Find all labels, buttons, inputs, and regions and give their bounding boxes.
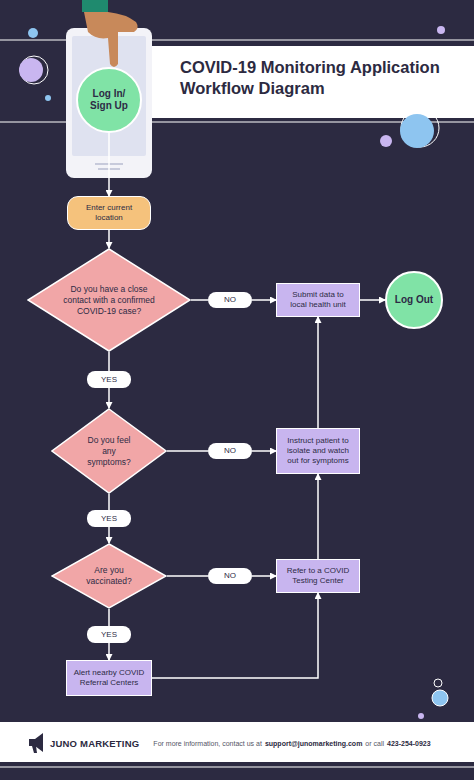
flow-arrow (252, 299, 276, 301)
process-box: Submit data to local health unit (276, 283, 360, 317)
decor-ring (434, 679, 442, 687)
decor-dot (418, 713, 424, 719)
flow-arrow (108, 609, 110, 626)
process-box: Instruct patient to isolate and watch ou… (276, 428, 360, 474)
process-box: Refer to a COVID Testing Center (276, 559, 360, 593)
flow-arrow (108, 494, 110, 510)
title-text: COVID-19 Monitoring Application Workflow… (180, 58, 440, 97)
end-circle: Log Out (385, 271, 443, 329)
flow-arrow (360, 299, 385, 301)
flow-arrow (108, 230, 110, 248)
node-text: YES (101, 375, 117, 385)
footer-text: or call (365, 740, 384, 747)
answer-pill: NO (208, 292, 252, 308)
pointing-hand (84, 12, 138, 67)
decision-diamond: Do you have a close contact with a confi… (27, 248, 191, 352)
node-text: Log In/ Sign Up (84, 88, 134, 112)
answer-pill: YES (87, 371, 131, 388)
decision-diamond: Do you feel any symptoms? (51, 408, 167, 494)
answer-pill: YES (87, 510, 131, 527)
decor-dot (380, 135, 392, 147)
diagram-title: COVID-19 Monitoring Application Workflow… (180, 57, 460, 99)
flow-arrow (108, 643, 110, 660)
footer-text: support@junomarketing.com (265, 740, 362, 747)
node-text: NO (224, 446, 236, 456)
decor-dot (437, 26, 445, 34)
flow-arrow (167, 575, 208, 577)
node-text: Submit data to local health unit (283, 290, 353, 310)
answer-pill: NO (208, 568, 252, 584)
node-text: Are you vaccinated? (79, 565, 139, 587)
node-text: NO (224, 295, 236, 305)
flow-arrow (252, 450, 276, 452)
title-band (150, 46, 474, 118)
flow-arrow (108, 527, 110, 543)
decor-ring (401, 109, 439, 147)
node-text: Instruct patient to isolate and watch ou… (283, 436, 353, 466)
footer-band (0, 722, 474, 762)
decor-dot (45, 95, 51, 101)
footer-text: 423-254-0923 (387, 740, 431, 747)
input-box: Enter current location (67, 196, 151, 230)
decor-dot (19, 58, 43, 82)
decision-diamond: Are you vaccinated? (51, 543, 167, 609)
decor-ring (20, 56, 48, 84)
footer-text: JUNO MARKETING (50, 738, 139, 749)
text-wrap: Do you feel any symptoms? (81, 435, 137, 468)
flow-arrow (317, 474, 319, 559)
text-wrap: Are you vaccinated? (79, 565, 139, 587)
node-text: Do you have a close contact with a confi… (63, 284, 155, 317)
node-text: YES (101, 630, 117, 640)
flow-arrow (191, 299, 208, 301)
flow-arrow (108, 388, 110, 408)
node-text: Alert nearby COVID Referral Centers (73, 668, 145, 688)
answer-pill: YES (87, 626, 131, 643)
node-text: Do you feel any symptoms? (81, 435, 137, 468)
flow-arrow (108, 352, 110, 371)
flow-arrow (152, 593, 318, 678)
flow-arrow (108, 133, 110, 196)
node-text: Enter current location (74, 203, 144, 223)
process-box: Alert nearby COVID Referral Centers (66, 660, 152, 696)
hand-sleeve (82, 0, 108, 12)
flow-arrow (167, 450, 208, 452)
footer-text: For more information, contact us at (153, 740, 262, 747)
megaphone-icon (32, 746, 37, 753)
flow-arrow (252, 575, 276, 577)
answer-pill: NO (208, 443, 252, 459)
node-text: NO (224, 571, 236, 581)
divider-line (0, 767, 474, 768)
decor-dot (432, 690, 448, 706)
decor-dot (400, 114, 434, 148)
start-circle: Log In/ Sign Up (76, 67, 142, 133)
node-text: Refer to a COVID Testing Center (283, 566, 353, 586)
decor-dot (28, 28, 38, 38)
megaphone-icon (29, 733, 43, 752)
node-text: Log Out (395, 294, 433, 306)
text-wrap: Do you have a close contact with a confi… (63, 284, 155, 317)
footer: JUNO MARKETING For more information, cont… (50, 735, 470, 751)
flow-arrow (317, 317, 319, 428)
node-text: YES (101, 514, 117, 524)
